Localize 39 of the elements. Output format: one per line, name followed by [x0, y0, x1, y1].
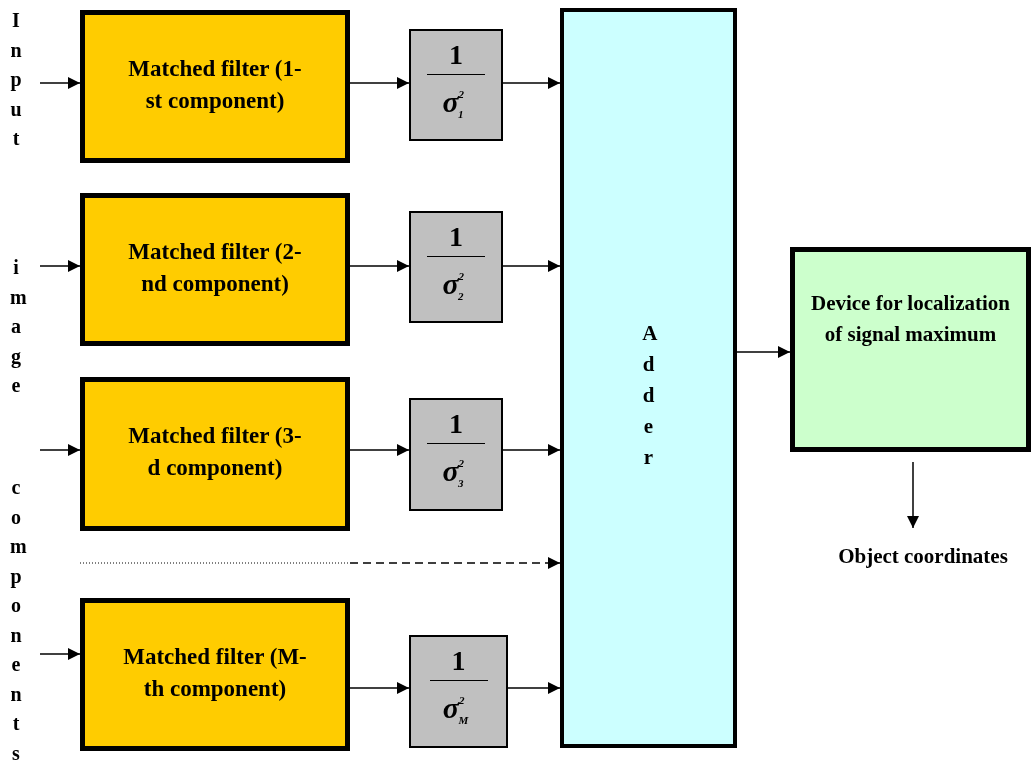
node-label: Matched filter (2-nd component)	[127, 238, 303, 298]
arrow	[502, 77, 561, 89]
arrow	[507, 682, 561, 694]
arrow	[349, 682, 410, 694]
weight-box	[409, 29, 503, 141]
arrow	[39, 648, 81, 660]
output-label: Object coordinates	[818, 540, 1028, 572]
numerator: 1	[429, 644, 488, 681]
numerator: 1	[427, 407, 485, 444]
arrow	[349, 260, 410, 272]
filter-box	[80, 193, 350, 346]
arrow	[39, 260, 81, 272]
arrow	[502, 444, 561, 456]
node-label: Device for localization of signal maximum	[809, 290, 1012, 348]
node-label: Matched filter (M-th component)	[122, 643, 308, 703]
adder-block	[560, 8, 737, 748]
arrow	[907, 461, 919, 529]
filter-box	[80, 598, 350, 751]
adder-label: Adder	[641, 320, 662, 471]
node-label: Matched filter (1-st component)	[127, 55, 303, 115]
side-label: image	[9, 255, 28, 398]
filter-box	[80, 10, 350, 163]
filter-box	[80, 377, 350, 531]
arrow	[39, 77, 81, 89]
arrow	[349, 77, 410, 89]
weight-box	[409, 635, 508, 748]
weight-box	[409, 211, 503, 323]
weight-box	[409, 398, 503, 511]
arrow	[349, 444, 410, 456]
arrow	[349, 557, 561, 569]
arrow	[39, 444, 81, 456]
numerator: 1	[427, 37, 485, 75]
arrow	[736, 346, 791, 358]
device-box	[790, 247, 1031, 452]
numerator: 1	[427, 219, 485, 257]
node-label: Matched filter (3-d component)	[127, 422, 303, 482]
side-label: components	[9, 475, 28, 766]
arrow	[502, 260, 561, 272]
side-label: Input	[9, 8, 28, 151]
